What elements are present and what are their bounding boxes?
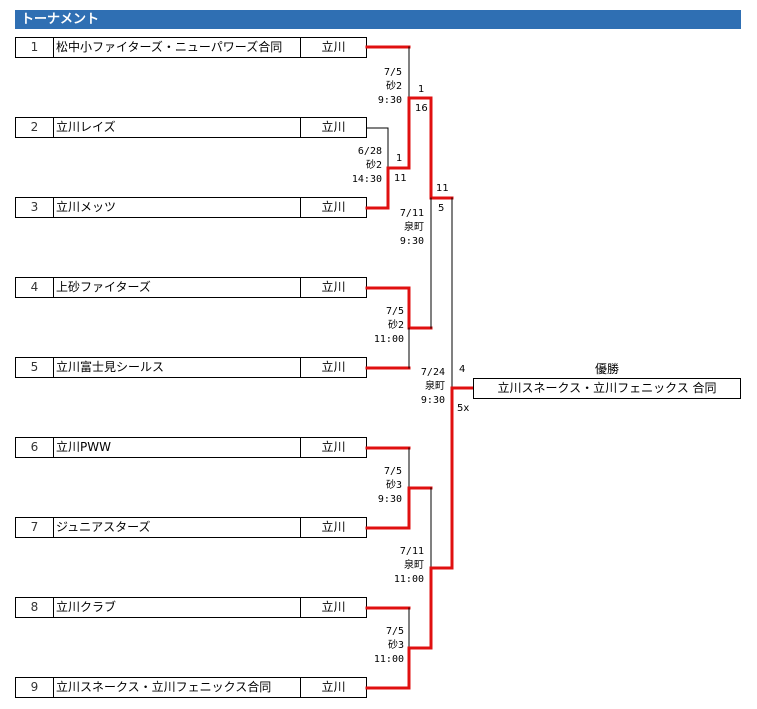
match-date: 7/5 [385, 626, 404, 637]
team-row: 9 立川スネークス・立川フェニックス合同 立川 [15, 677, 367, 698]
champion-name: 立川スネークス・立川フェニックス 合同 [473, 378, 741, 399]
team-name: 立川クラブ [54, 598, 301, 617]
match-time: 11:00 [373, 334, 404, 345]
seed-number: 9 [16, 678, 54, 697]
team-row: 3 立川メッツ 立川 [15, 197, 367, 218]
champion-label: 優勝 [594, 362, 619, 376]
team-area: 立川 [321, 360, 346, 374]
seed-number: 2 [16, 118, 54, 137]
team-row: 8 立川クラブ 立川 [15, 597, 367, 618]
seed-number: 3 [16, 198, 54, 217]
match-venue: 砂3 [387, 640, 404, 651]
match-venue: 砂2 [385, 81, 402, 92]
match-time: 9:30 [399, 236, 424, 247]
match-info: 7/5 砂2 9:30 [362, 66, 402, 108]
match-time: 9:30 [377, 95, 402, 106]
match-info: 7/11 泉町 9:30 [382, 207, 424, 249]
team-name: 立川PWW [54, 438, 301, 457]
bracket-line-team7-win [365, 486, 433, 530]
team-area: 立川 [321, 40, 346, 54]
seed-number: 4 [16, 278, 54, 297]
team-row: 7 ジュニアスターズ 立川 [15, 517, 367, 538]
match-date: 7/5 [383, 466, 402, 477]
match-date: 7/5 [385, 306, 404, 317]
match-time: 9:30 [377, 494, 402, 505]
team-row: 1 松中小ファイターズ・ニューパワーズ合同 立川 [15, 37, 367, 58]
seed-number: 8 [16, 598, 54, 617]
section-title: トーナメント [15, 10, 741, 29]
team-area: 立川 [321, 200, 346, 214]
bracket-line-team2 [366, 127, 389, 169]
bracket-line-m1-win [407, 96, 433, 170]
match-date: 7/11 [399, 208, 424, 219]
team-row: 5 立川富士見シールス 立川 [15, 357, 367, 378]
team-row: 2 立川レイズ 立川 [15, 117, 367, 138]
seed-number: 6 [16, 438, 54, 457]
score: 1 [396, 153, 403, 164]
score: 11 [436, 183, 449, 194]
bracket-line-final-win [450, 386, 475, 570]
match-info: 7/5 砂3 11:00 [362, 625, 404, 667]
match-date: 7/5 [383, 67, 402, 78]
team-name: 上砂ファイターズ [54, 278, 301, 297]
team-name: 立川スネークス・立川フェニックス合同 [54, 678, 301, 697]
bracket-line-team4 [365, 286, 433, 330]
team-row: 4 上砂ファイターズ 立川 [15, 277, 367, 298]
team-name: 立川メッツ [54, 198, 301, 217]
team-area: 立川 [321, 520, 346, 534]
bracket-line-semi-bottom-win [429, 566, 454, 650]
match-venue: 泉町 [425, 381, 445, 392]
match-time: 9:30 [420, 395, 445, 406]
team-name: ジュニアスターズ [54, 518, 301, 537]
score: 5x [457, 403, 470, 414]
team-row: 6 立川PWW 立川 [15, 437, 367, 458]
match-venue: 泉町 [404, 222, 424, 233]
team-name: 立川レイズ [54, 118, 301, 137]
score: 16 [415, 103, 428, 114]
team-area: 立川 [321, 680, 346, 694]
match-info: 7/24 泉町 9:30 [403, 366, 445, 408]
match-date: 7/24 [420, 367, 445, 378]
team-name: 立川富士見シールス [54, 358, 301, 377]
match-date: 7/11 [399, 546, 424, 557]
match-venue: 砂3 [385, 480, 402, 491]
match-time: 11:00 [393, 574, 424, 585]
match-info: 7/11 泉町 11:00 [382, 545, 424, 587]
score: 4 [459, 364, 466, 375]
seed-number: 1 [16, 38, 54, 57]
match-date: 6/28 [357, 146, 382, 157]
team-area: 立川 [321, 120, 346, 134]
match-time: 11:00 [373, 654, 404, 665]
seed-number: 5 [16, 358, 54, 377]
seed-number: 7 [16, 518, 54, 537]
match-info: 7/5 砂3 9:30 [362, 465, 402, 507]
bracket-line-team3-win [365, 166, 411, 210]
match-venue: 泉町 [404, 560, 424, 571]
match-venue: 砂2 [387, 320, 404, 331]
score: 5 [438, 203, 445, 214]
match-venue: 砂2 [365, 160, 382, 171]
score: 11 [394, 173, 407, 184]
team-area: 立川 [321, 600, 346, 614]
bracket-line-team9-win [365, 646, 433, 690]
match-info: 7/5 砂2 11:00 [362, 305, 404, 347]
match-info: 6/28 砂2 14:30 [340, 145, 382, 187]
team-area: 立川 [321, 280, 346, 294]
match-time: 14:30 [351, 174, 382, 185]
team-area: 立川 [321, 440, 346, 454]
team-name: 松中小ファイターズ・ニューパワーズ合同 [54, 38, 301, 57]
score: 1 [418, 84, 425, 95]
